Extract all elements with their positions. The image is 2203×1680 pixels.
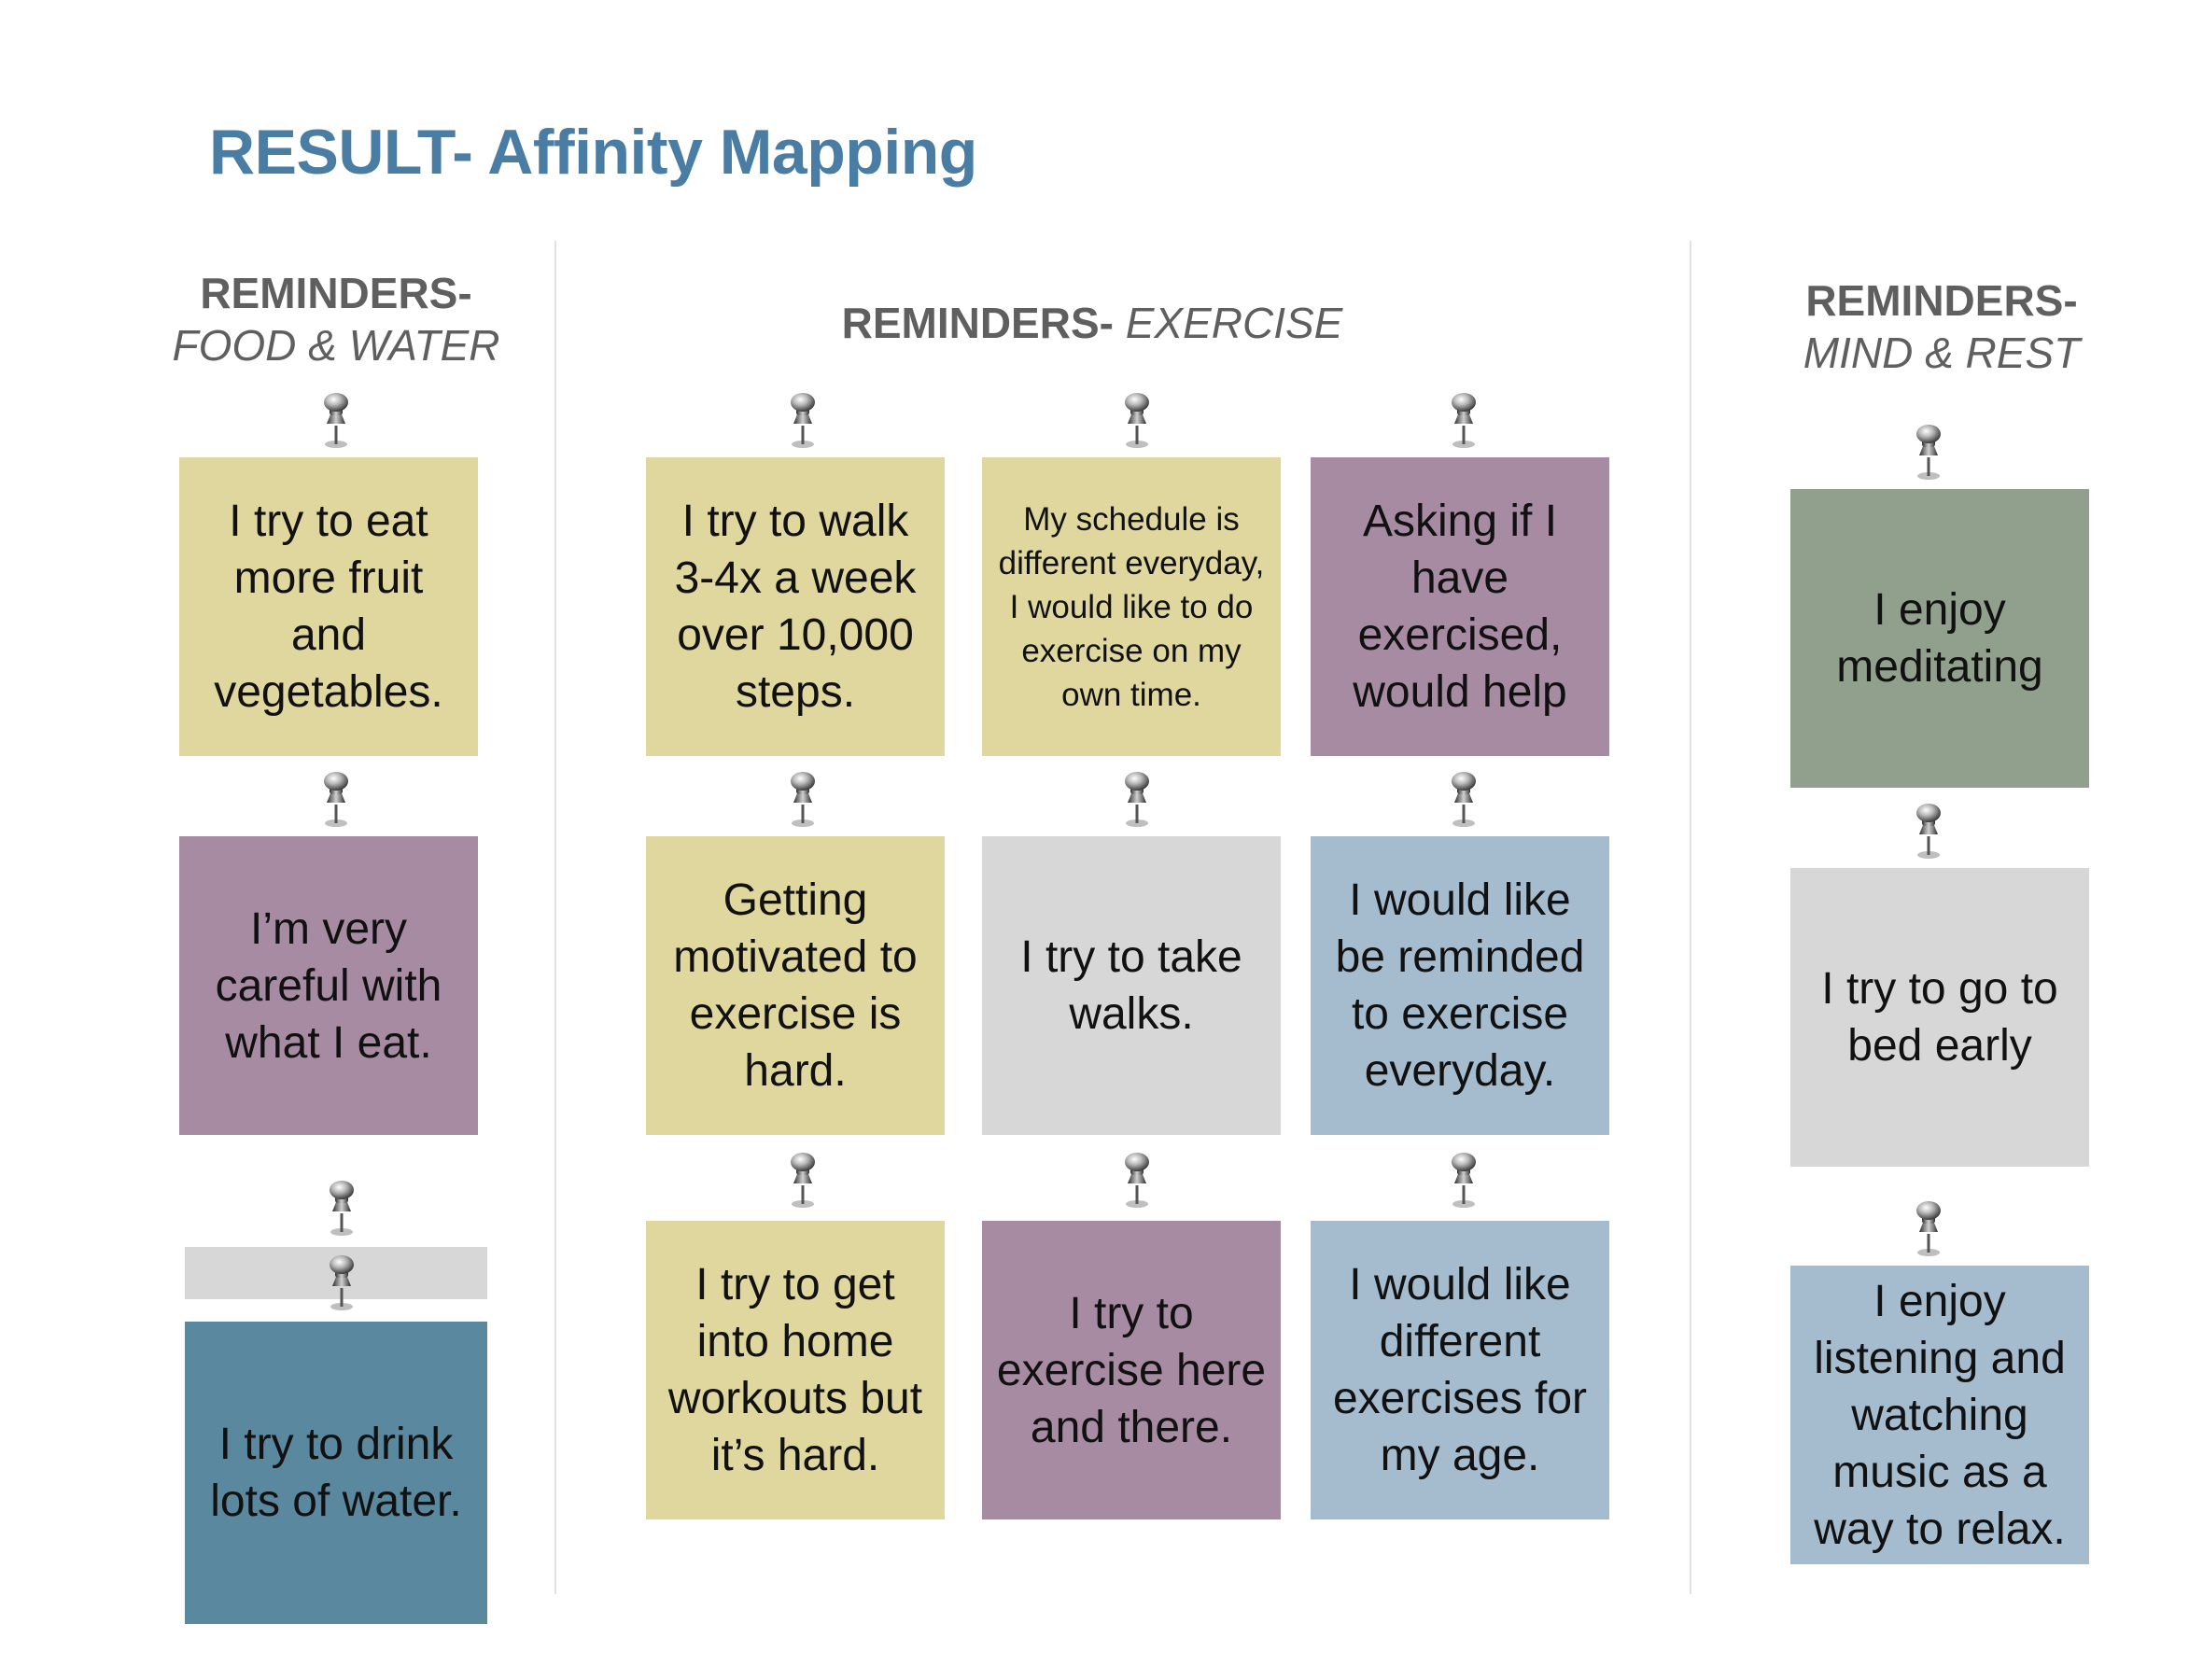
sticky-note-text: I try to eat more fruit and vegetables. <box>214 497 443 717</box>
sticky-note: I try to go to bed early <box>1790 868 2089 1167</box>
heading-food-water-italic: FOOD & WATER <box>172 321 500 370</box>
page-title: RESULT- Affinity Mapping <box>209 117 977 188</box>
sticky-note: My schedule is different everyday, I wou… <box>982 457 1281 756</box>
sticky-note: I try to get into home workouts but it’s… <box>646 1221 945 1519</box>
heading-mind-rest-bold: REMINDERS- <box>1805 276 2078 325</box>
push-pin-icon <box>1125 393 1149 448</box>
sticky-note-text: I enjoy meditating <box>1836 585 2043 692</box>
sticky-note: I try to take walks. <box>982 836 1281 1135</box>
sticky-note-text: I enjoy listening and watching music as … <box>1814 1276 2066 1554</box>
sticky-note-text: I try to exercise here and there. <box>996 1288 1267 1452</box>
sticky-note-text: Getting motivated to exercise is hard. <box>673 875 918 1096</box>
sticky-note: I try to walk 3-4x a week over 10,000 st… <box>646 457 945 756</box>
heading-exercise-bold: REMINDERS- <box>841 299 1114 347</box>
sticky-note-text: I try to drink lots of water. <box>210 1420 462 1526</box>
sticky-note-text: My schedule is different everyday, I wou… <box>998 500 1265 713</box>
push-pin-icon <box>1916 804 1941 859</box>
push-pin-icon <box>330 1181 354 1236</box>
push-pin-icon <box>1125 772 1149 827</box>
push-pin-icon <box>1916 1201 1941 1256</box>
push-pin-icon <box>330 1255 354 1310</box>
sticky-note: I would like different exercises for my … <box>1311 1221 1609 1519</box>
sticky-note: Getting motivated to exercise is hard. <box>646 836 945 1135</box>
sticky-note-text: I’m very careful with what I eat. <box>215 903 442 1068</box>
push-pin-icon <box>1916 425 1941 480</box>
push-pin-icon <box>1452 393 1476 448</box>
sticky-note-text: I would like different exercises for my … <box>1332 1260 1588 1480</box>
sticky-note: I try to exercise here and there. <box>982 1221 1281 1519</box>
sticky-note-text: I try to take walks. <box>1020 932 1242 1039</box>
push-pin-icon <box>791 1153 815 1208</box>
push-pin-icon <box>324 772 348 827</box>
heading-exercise: REMINDERS- EXERCISE <box>709 297 1475 349</box>
sticky-note-text: I try to walk 3-4x a week over 10,000 st… <box>674 497 917 717</box>
sticky-note: I enjoy listening and watching music as … <box>1790 1266 2089 1564</box>
sticky-note-text: I would like be reminded to exercise eve… <box>1335 875 1585 1096</box>
push-pin-icon <box>1125 1153 1149 1208</box>
push-pin-icon <box>1452 772 1476 827</box>
sticky-note: I enjoy meditating <box>1790 489 2089 788</box>
heading-food-water: REMINDERS- FOOD & WATER <box>149 267 523 371</box>
sticky-note: I try to eat more fruit and vegetables. <box>179 457 478 756</box>
column-divider-right <box>1690 241 1691 1594</box>
column-divider-left <box>554 241 556 1594</box>
sticky-note-text: I try to get into home workouts but it’s… <box>667 1260 923 1480</box>
heading-food-water-bold: REMINDERS- <box>200 269 472 317</box>
sticky-note: I would like be reminded to exercise eve… <box>1311 836 1609 1135</box>
sticky-note-text: Asking if I have exercised, would help <box>1353 497 1567 717</box>
sticky-note: Asking if I have exercised, would help <box>1311 457 1609 756</box>
sticky-note: I try to drink lots of water. <box>185 1322 487 1624</box>
heading-mind-rest-italic: MIND & REST <box>1803 329 2081 377</box>
push-pin-icon <box>791 772 815 827</box>
push-pin-icon <box>791 393 815 448</box>
heading-exercise-italic: EXERCISE <box>1125 299 1343 347</box>
heading-mind-rest: REMINDERS- MIND & REST <box>1755 274 2128 379</box>
push-pin-icon <box>324 393 348 448</box>
sticky-note-text: I try to go to bed early <box>1821 964 2058 1071</box>
sticky-note: I’m very careful with what I eat. <box>179 836 478 1135</box>
push-pin-icon <box>1452 1153 1476 1208</box>
